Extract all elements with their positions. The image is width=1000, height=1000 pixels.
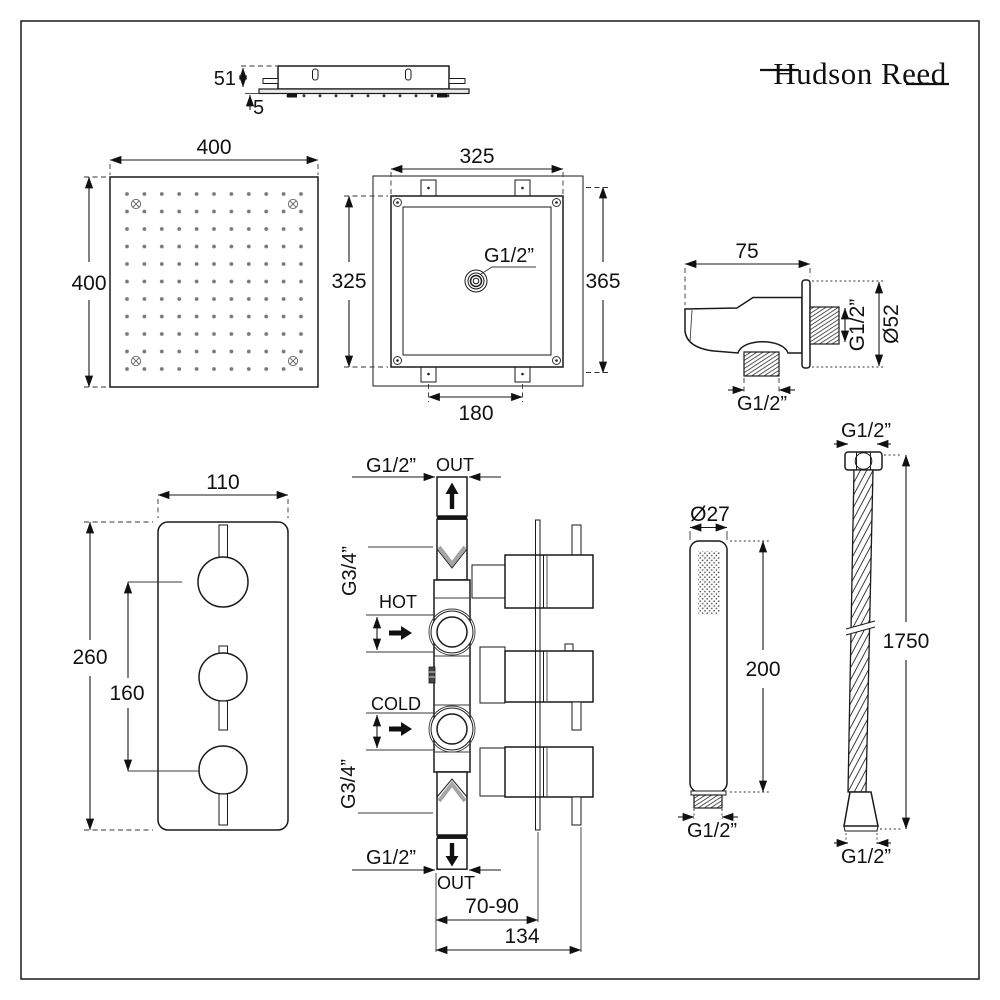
handset-spray-face	[698, 551, 720, 615]
elbow-outlet-thread	[743, 351, 780, 377]
valve-cold-label: COLD	[371, 694, 421, 714]
frame-width-label: 325	[459, 145, 494, 168]
frame-outer-height-label: 365	[585, 270, 620, 293]
overhead-shower-face-view: 400 400	[71, 136, 319, 388]
valve-overall-depth-label: 134	[504, 925, 539, 948]
valve-bottom-out-label: OUT	[437, 873, 475, 893]
flow-arrows	[389, 482, 459, 867]
elbow-depth-label: 75	[735, 240, 758, 263]
elbow-flange	[801, 279, 811, 369]
valve-wall-plate	[535, 519, 541, 831]
hose-bottom-cone	[843, 791, 879, 832]
elbow-handset-thread-label: G1/2”	[737, 393, 787, 415]
plate-handle-pitch-label: 160	[109, 682, 144, 705]
hose-top-nut	[844, 451, 883, 471]
valve-recess-depth-label: 70-90	[465, 895, 519, 918]
trim-plate-view: 110 260 160	[72, 471, 289, 831]
outlet-elbow-view: 75 G1/2” Ø52 G1/2”	[684, 240, 903, 415]
elbow-wall-thread	[809, 306, 840, 345]
handset-thread-label: G1/2”	[687, 820, 737, 842]
frame-screws	[393, 198, 561, 365]
face-width-label: 400	[196, 136, 231, 159]
handset-length-label: 200	[745, 658, 780, 681]
frame-bracket-spacing-label: 180	[458, 402, 493, 425]
frame-height-label: 325	[331, 270, 366, 293]
side-view-plate-label: 5	[253, 97, 264, 119]
face-height-label: 400	[71, 272, 106, 295]
valve-side-plug	[428, 666, 436, 684]
valve-cartridges	[504, 524, 594, 826]
hose-length-label: 1750	[883, 630, 930, 653]
hose-top-thread-label: G1/2”	[841, 420, 891, 442]
handset-diameter-label: Ø27	[690, 503, 730, 526]
page-border	[20, 20, 980, 980]
valve-hot-label: HOT	[379, 592, 417, 612]
elbow-flange-diameter-label: Ø52	[880, 304, 903, 344]
elbow-wall-thread-label: G1/2”	[846, 299, 869, 352]
plate-width-label: 110	[206, 471, 239, 494]
brand-logo: Hudson Reed	[760, 56, 949, 91]
overhead-shower-side-view: 51 5	[214, 65, 470, 119]
handset-thread	[693, 794, 723, 809]
valve-view: G1/2” OUT G3/4” HOT COLD G3/4” G1/2” OUT…	[338, 455, 594, 955]
hose-view: G1/2” G1/2” 1750	[834, 420, 929, 868]
valve-top-out-label: OUT	[436, 455, 474, 475]
valve-hot-inlet	[428, 608, 476, 656]
recess-frame-view: G1/2” 325 325 365 180	[331, 145, 620, 425]
valve-bottom-thread-label: G1/2”	[366, 847, 416, 869]
valve-top-thread-label: G1/2”	[366, 455, 416, 477]
valve-cold-inlet	[428, 705, 476, 753]
valve-hot-thread-label: G3/4”	[339, 546, 361, 596]
spray-dot-grid	[118, 185, 310, 378]
plate-height-label: 260	[72, 646, 107, 669]
frame-inlet-connection	[464, 266, 536, 293]
hose-bottom-thread-label: G1/2”	[841, 846, 891, 868]
brand-name: Hudson Reed	[773, 56, 946, 91]
frame-inlet-thread-label: G1/2”	[484, 245, 534, 267]
side-view-height-label: 51	[214, 68, 236, 90]
nozzle-row	[286, 93, 450, 98]
face-screws	[130, 198, 299, 367]
valve-cold-thread-label: G3/4”	[338, 759, 360, 809]
handset-view: Ø27 G1/2” 200	[678, 503, 781, 842]
